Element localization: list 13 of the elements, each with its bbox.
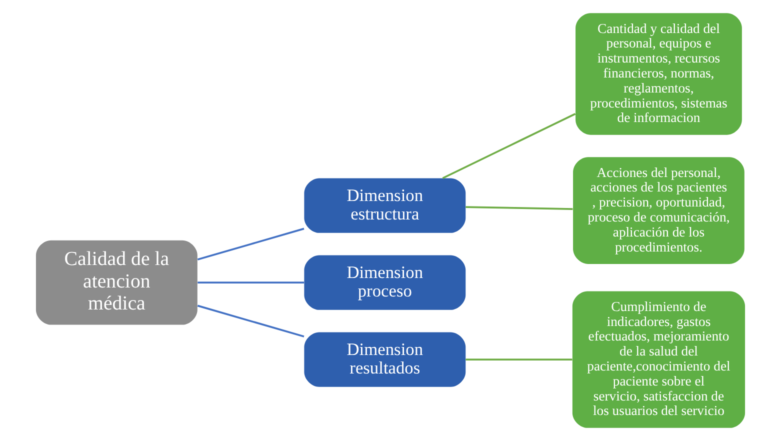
node-box: Acciones del personal, acciones de los pacientes , precision, oportunidad, proceso de comunicación, aplicación de los procedimientos.	[572, 157, 744, 264]
node-box: Cumplimiento de indicadores, gastos efectuados, mejoramiento de la salud del paciente,conocimiento del paciente sobre el servicio, satisfaccion de los usuarios del servicio	[572, 291, 745, 428]
connector	[196, 228, 304, 260]
connector	[442, 113, 576, 179]
connector	[197, 282, 304, 284]
connector	[196, 304, 304, 338]
node-box: Dimension proceso	[304, 255, 466, 310]
node-box: Cantidad y calidad del personal, equipos e instrumentos, recursos financieros, normas, reglamentos, procedimientos, sistemas de informacion	[575, 13, 742, 135]
connector	[465, 206, 572, 210]
node-box: Calidad de la atencion médica	[35, 240, 197, 325]
connector	[465, 358, 572, 361]
node-box: Dimension estructura	[304, 178, 466, 233]
node-box: Dimension resultados	[304, 332, 466, 387]
